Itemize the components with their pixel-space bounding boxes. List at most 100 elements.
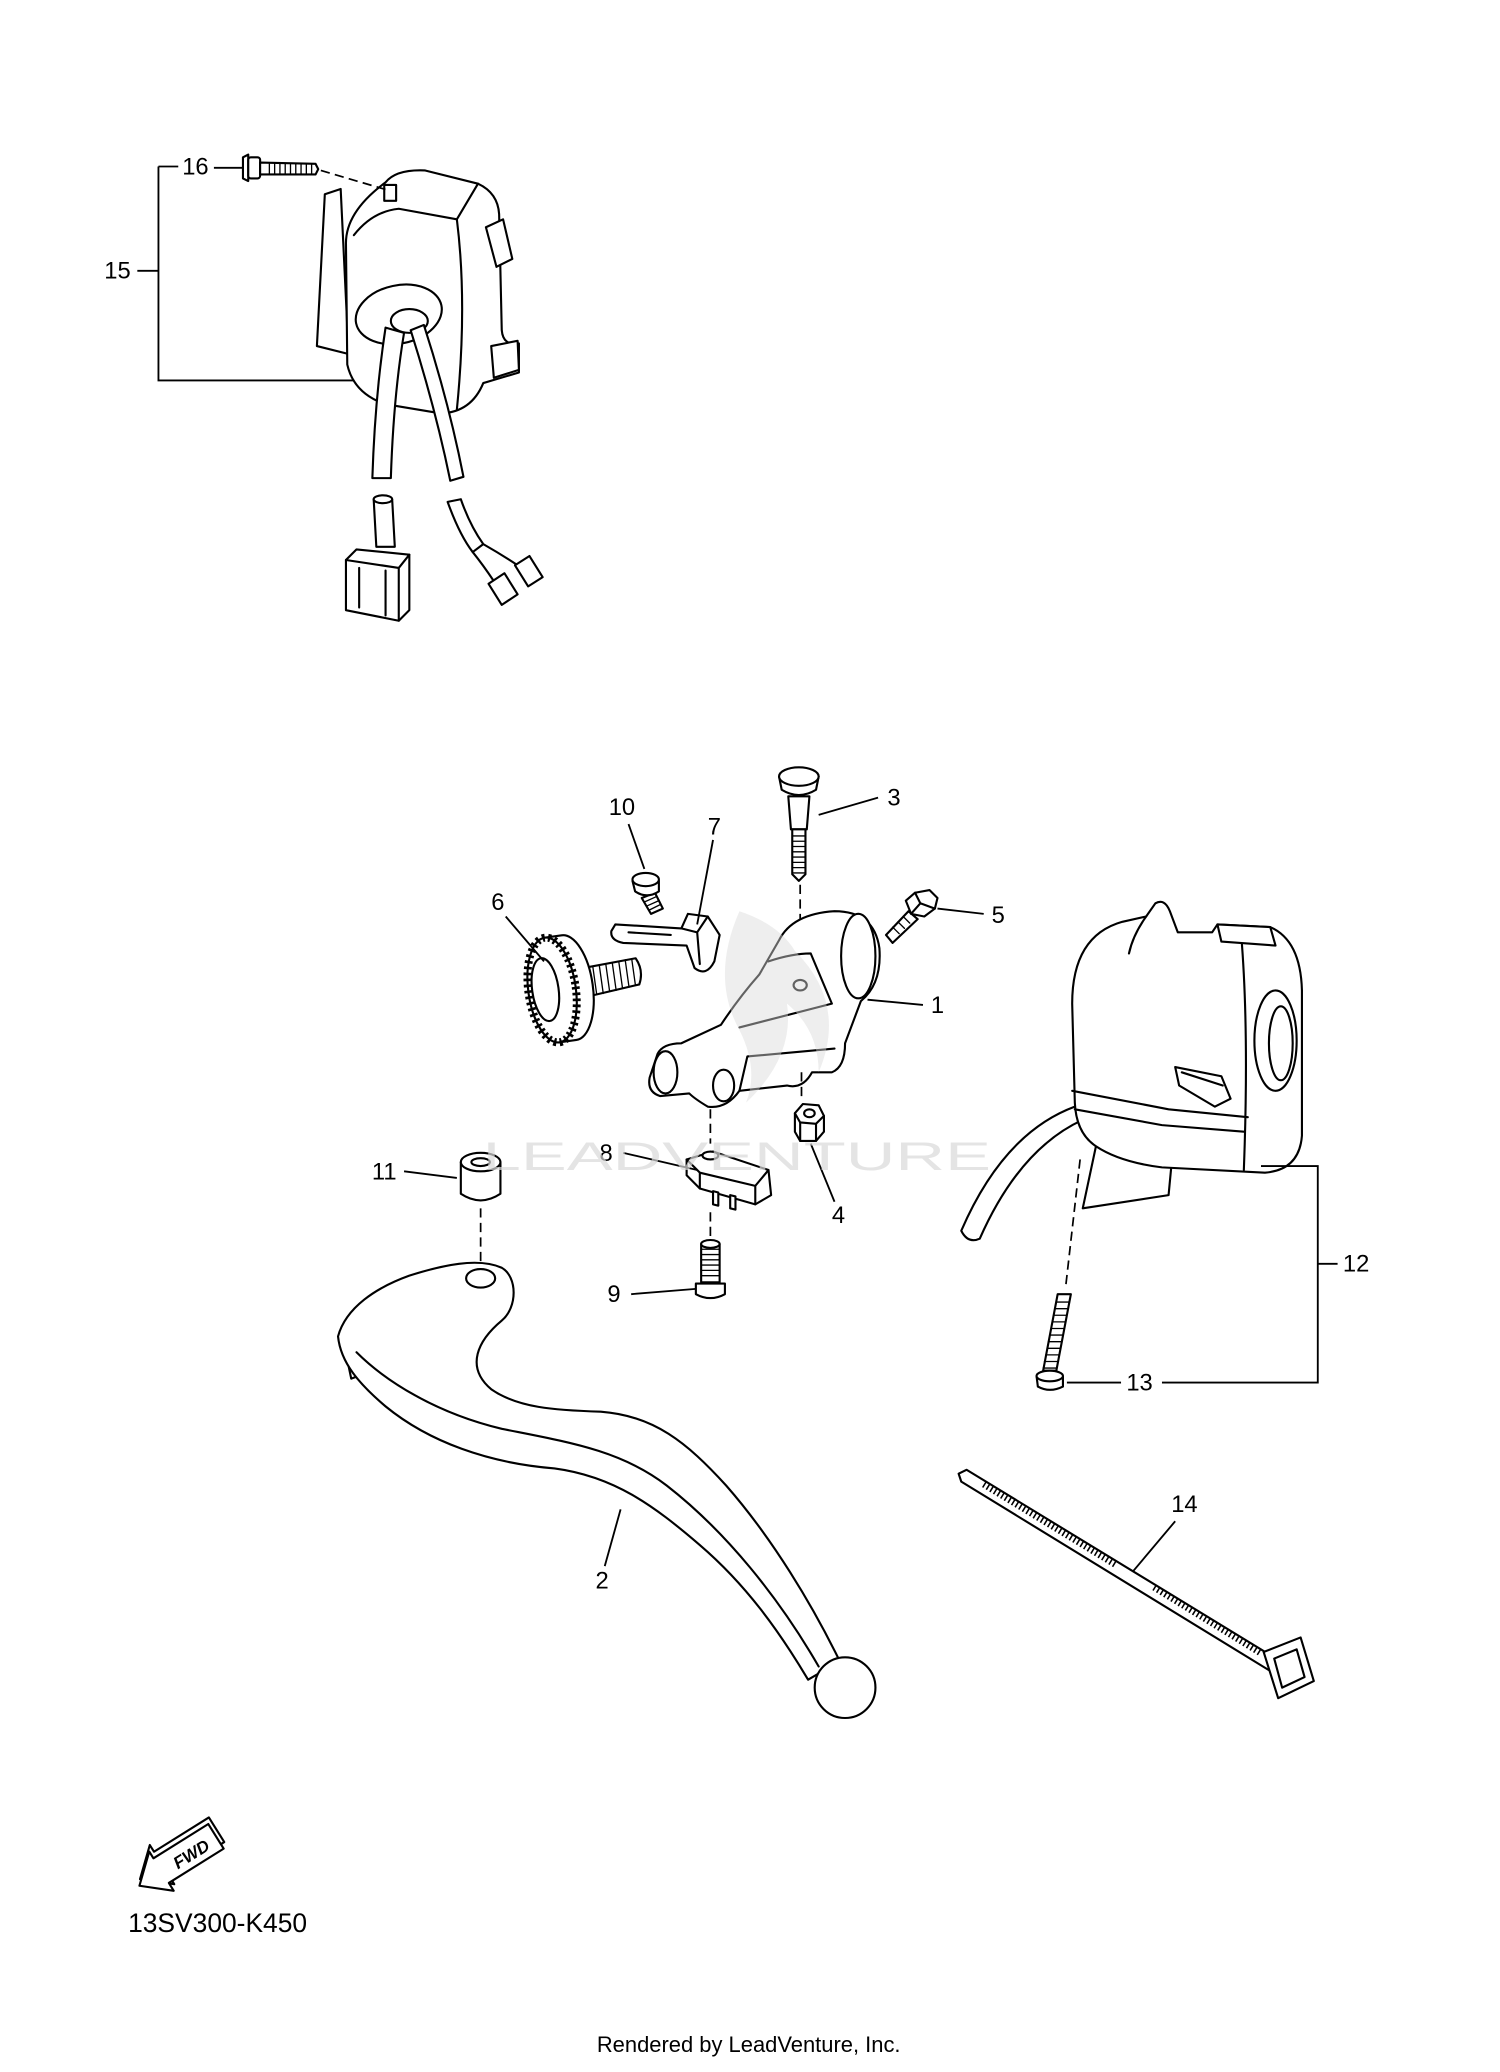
handlebar-switch-right <box>960 900 1303 1242</box>
screw-10-threads <box>643 896 661 911</box>
handlebar-hole-inner <box>1267 1005 1294 1082</box>
bracket-slot <box>627 931 672 937</box>
main-cable-lower <box>372 498 396 548</box>
cable-adjuster-6 <box>523 933 643 1047</box>
housing-face-edge <box>1240 933 1247 1172</box>
screw-9-threads <box>700 1248 721 1277</box>
screw-9 <box>694 1238 726 1300</box>
leader-line-9 <box>631 1287 696 1296</box>
holder-top-face <box>738 952 833 1029</box>
leader-line-8 <box>623 1151 698 1171</box>
small-connector-b <box>513 554 544 588</box>
cable-grommet <box>389 308 429 334</box>
callout-10: 10 <box>609 794 635 821</box>
leader-line-14 <box>1132 1520 1176 1573</box>
callout-4: 4 <box>832 1202 845 1229</box>
cable-tie-serrations-a <box>981 1481 1118 1568</box>
screw-13-head <box>1035 1369 1064 1383</box>
clutch-lever-2 <box>336 1261 877 1720</box>
screw-9-head <box>694 1282 726 1300</box>
callout-13: 13 <box>1126 1370 1152 1397</box>
branch-wire-a <box>471 551 495 583</box>
cable-tie-head <box>1262 1636 1315 1700</box>
small-connector-a <box>487 572 519 606</box>
callout-11: 11 <box>372 1158 397 1185</box>
leader-line-4 <box>809 1143 836 1203</box>
callout-8: 8 <box>599 1140 612 1167</box>
fwd-arrow: FWD <box>138 1816 226 1892</box>
callout-14: 14 <box>1171 1491 1197 1518</box>
leader-line-16 <box>158 165 243 169</box>
render-credit: Rendered by LeadVenture, Inc. <box>597 2032 901 2057</box>
bolt-flange <box>241 153 250 183</box>
switch-toggle-lever <box>1174 1065 1232 1108</box>
leader-lines <box>137 165 1338 1573</box>
nut-top-face <box>793 1102 825 1125</box>
callout-5: 5 <box>992 902 1005 929</box>
branch-wire-b <box>482 543 519 567</box>
collar-body <box>459 1161 502 1202</box>
switch-housing-side-edge <box>455 218 464 411</box>
switch-housing-top-edge <box>352 182 480 237</box>
lever-crease <box>355 1351 820 1668</box>
housing-parting-line <box>1071 1089 1249 1133</box>
centerline-bolt-16 <box>320 169 389 192</box>
leader-bracket-15 <box>137 166 354 382</box>
housing-fin-edge <box>1127 915 1148 955</box>
leader-bracket-12 <box>1161 1165 1338 1384</box>
centerline-right-switch <box>1064 1159 1081 1288</box>
nut-side-edges <box>799 1121 818 1143</box>
lever-body <box>336 1261 841 1681</box>
bracket-fold-edge <box>680 915 709 966</box>
leader-line-5 <box>937 907 984 915</box>
screw-10-head <box>631 871 660 888</box>
clutch-switch-8 <box>685 1150 773 1211</box>
branch-cable-upper <box>409 323 465 482</box>
bracket-7 <box>610 912 721 973</box>
bolt-5-head-edges <box>910 891 936 915</box>
clutch-switch-body <box>685 1150 773 1206</box>
collar-bore <box>470 1157 491 1168</box>
leader-line-11 <box>403 1170 457 1179</box>
handlebar-hole-right <box>1253 989 1298 1092</box>
clutch-switch-plunger <box>701 1150 720 1161</box>
bolt-5-threads <box>891 915 911 935</box>
fwd-arrow-shape <box>138 1822 225 1892</box>
main-cable-end <box>372 494 394 505</box>
leader-line-1 <box>867 998 924 1006</box>
switch-screw-boss <box>383 183 398 202</box>
bolt-16 <box>241 153 320 183</box>
callout-6: 6 <box>491 889 504 916</box>
lever-holder-1 <box>648 910 881 1109</box>
callout-12: 12 <box>1343 1251 1369 1278</box>
switch-wire-harness-left <box>344 323 544 622</box>
holder-pivot-end-right <box>711 1068 736 1103</box>
main-cable-upper <box>371 326 406 480</box>
cable-tie-lock-slot <box>1273 1648 1306 1689</box>
callout-labels: 1 2 3 4 5 6 7 8 9 10 11 12 13 14 15 16 <box>104 153 1369 1594</box>
bracket-plate <box>610 912 721 973</box>
lever-pivot-hole <box>465 1267 497 1289</box>
adjuster-knurling <box>523 933 581 1047</box>
switch-button-lower <box>490 339 520 379</box>
callout-2: 2 <box>596 1568 609 1595</box>
watermark: LEADVENTURE <box>483 911 991 1179</box>
screw-9-tip <box>700 1238 721 1249</box>
pivot-bolt-threads <box>791 835 807 874</box>
lever-ball-end <box>813 1656 877 1720</box>
pivot-bolt-collar <box>787 795 811 831</box>
diagram-code: 13SV300-K450 <box>128 1908 307 1938</box>
leader-line-3 <box>818 796 879 816</box>
holder-bar-opening <box>840 912 877 1000</box>
cable-tie-14 <box>957 1468 1315 1700</box>
switch-knob-upper <box>484 218 514 268</box>
watermark-text: LEADVENTURE <box>483 1135 991 1179</box>
switch-wire-right <box>960 1105 1084 1242</box>
bolt-head <box>247 156 262 180</box>
screw-10 <box>631 871 664 915</box>
holder-pivot-end-left <box>652 1050 679 1095</box>
switch-top-button <box>1216 923 1277 947</box>
pivot-hole <box>792 978 808 992</box>
leader-line-2 <box>603 1509 622 1567</box>
